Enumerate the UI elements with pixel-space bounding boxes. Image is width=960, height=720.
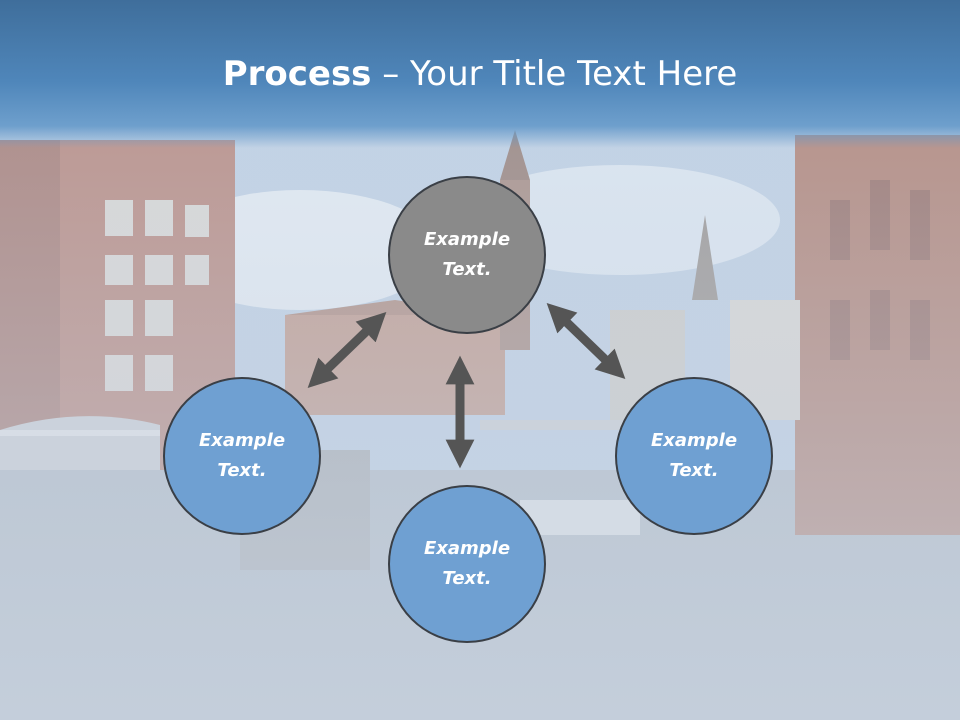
title-bar xyxy=(0,0,960,148)
node-right: Example Text. xyxy=(615,377,773,535)
node-right-line1: Example xyxy=(650,430,738,451)
node-top: Example Text. xyxy=(388,176,546,334)
node-right-line2: Text. xyxy=(669,460,719,481)
arrow-top-left xyxy=(307,311,387,389)
node-bottom-line1: Example xyxy=(423,538,511,559)
page-title: Process – Your Title Text Here xyxy=(0,54,960,94)
node-left-line1: Example xyxy=(198,430,286,451)
node-bottom: Example Text. xyxy=(388,485,546,643)
node-left: Example Text. xyxy=(163,377,321,535)
node-bottom-line2: Text. xyxy=(442,568,492,589)
title-bold: Process xyxy=(222,54,372,94)
title-rest: – Your Title Text Here xyxy=(371,54,738,94)
node-top-line1: Example xyxy=(423,229,511,250)
node-left-line2: Text. xyxy=(217,460,267,481)
node-top-line2: Text. xyxy=(442,259,492,280)
arrow-top-right xyxy=(546,302,626,380)
